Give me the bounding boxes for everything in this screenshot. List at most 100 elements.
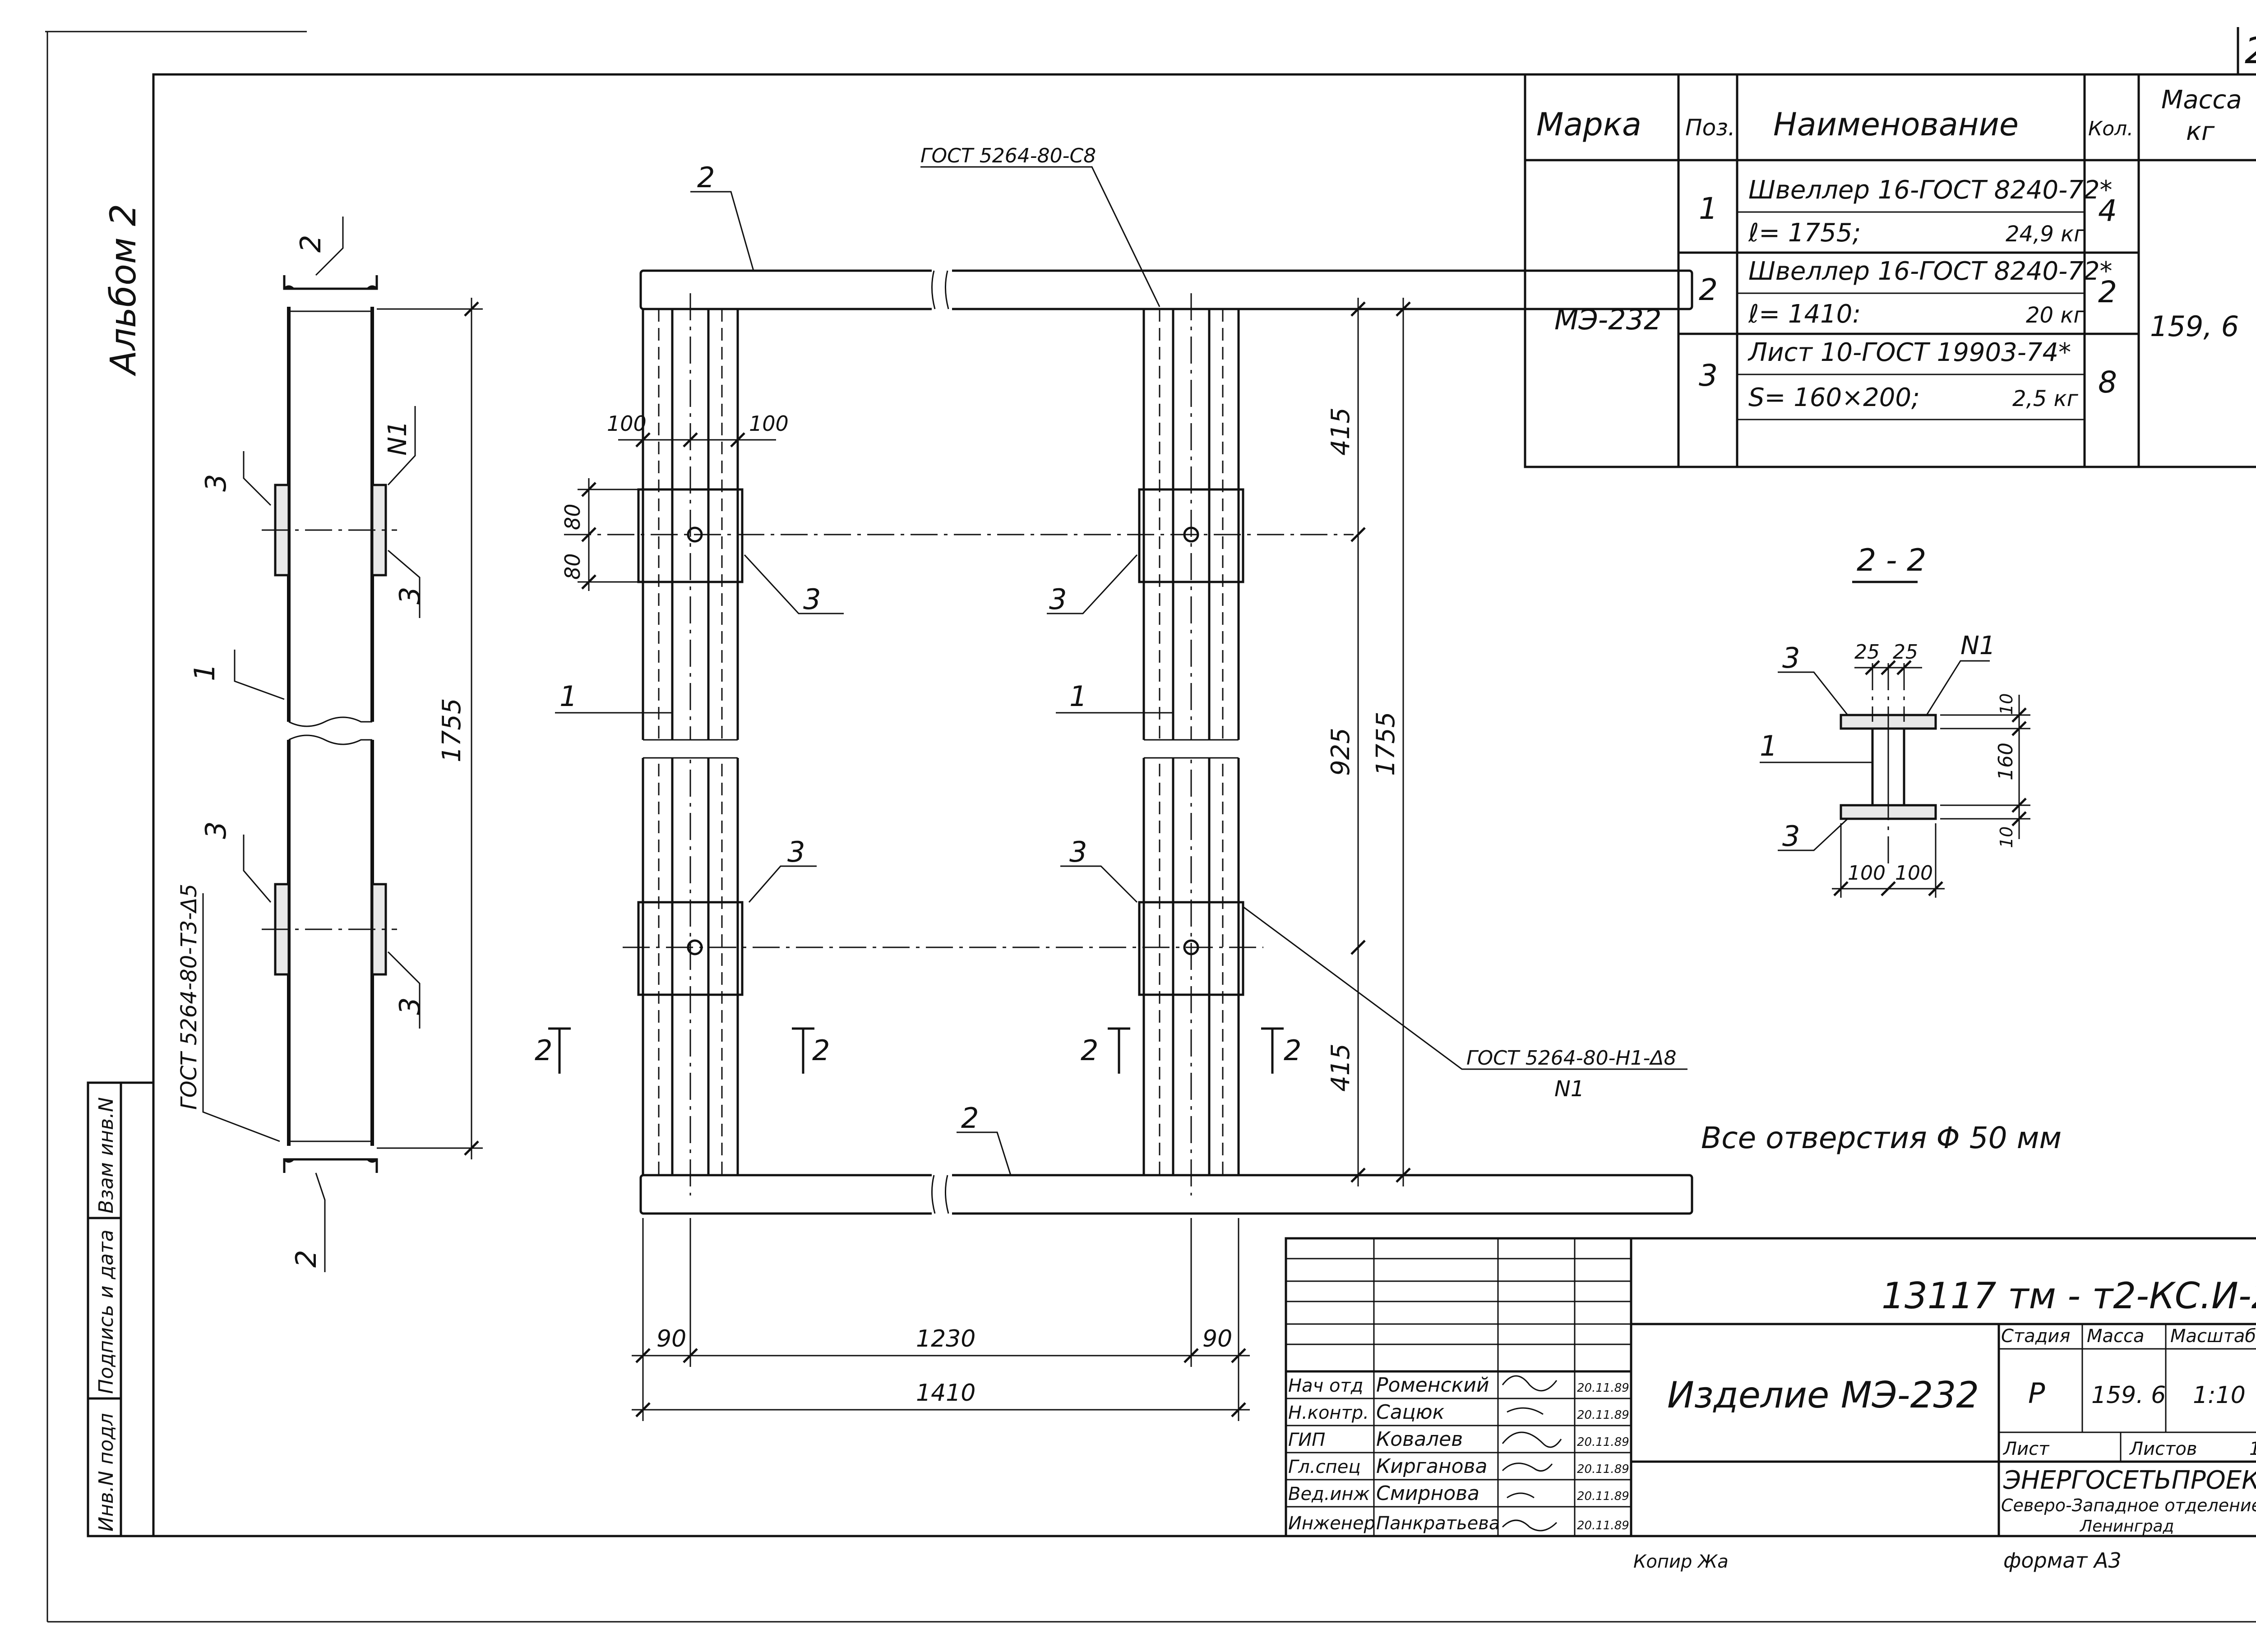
spec-table: Марка Поз. Наименование Кол. Масса кг МЭ…	[1524, 74, 2256, 468]
section-dim-25b: 25	[1893, 641, 1918, 664]
front-label-two-bottom: 2	[961, 1102, 979, 1135]
tb-date-1: 20.11.89	[1577, 1408, 1629, 1422]
tb-sheet-label: Лист	[2002, 1439, 2050, 1459]
tb-date-5: 20.11.89	[1577, 1519, 1629, 1532]
tb-scale: 1:10	[2193, 1382, 2246, 1409]
front-dim-80a: 80	[560, 503, 585, 530]
signature-5	[1502, 1519, 1558, 1532]
section-label-three-bottom: 3	[1782, 820, 1800, 853]
spec-row2-name: Швеллер 16-ГОСТ 8240-72*	[1748, 257, 2113, 286]
tb-date-2: 20.11.89	[1577, 1435, 1629, 1449]
section-label-three-top: 3	[1782, 641, 1800, 674]
spec-row1-pos: 1	[1699, 191, 1718, 226]
strip-sign-date: Подпись и дата	[95, 1230, 118, 1394]
spec-header-pos: Поз.	[1685, 115, 1735, 141]
tb-role-4: Вед.инж	[1288, 1484, 1370, 1504]
tb-format: формат А3	[2003, 1548, 2122, 1573]
left-strip: Инв.N подл Подпись и дата Взам инв.N	[87, 1081, 155, 1537]
side-label-three-a: 3	[199, 474, 232, 492]
front-label-three-ul: 3	[803, 583, 821, 616]
spec-row1-unit-mass: 24,9 кг	[2006, 221, 2085, 247]
front-dim-80b: 80	[560, 553, 585, 580]
album-label: Альбом 2	[103, 204, 144, 377]
tb-date-0: 20.11.89	[1577, 1381, 1629, 1395]
tb-sheets: 1	[2249, 1439, 2256, 1459]
tb-mass-label: Масса	[2087, 1326, 2145, 1347]
section-marks: 2 2 2 2	[535, 1027, 1301, 1074]
tb-role-1: Н.контр.	[1288, 1403, 1369, 1423]
tb-mass: 159. 6	[2091, 1382, 2166, 1409]
spec-header-name: Наименование	[1773, 106, 2019, 143]
side-label-two-bottom: 2	[290, 1250, 323, 1268]
strip-inv-dup: Взам инв.N	[95, 1097, 118, 1214]
tb-product: Изделие МЭ-232	[1667, 1374, 1979, 1416]
front-gost-side: ГОСТ 5264-80-Н1-Δ8	[1466, 1047, 1677, 1070]
front-label-one-right: 1	[1069, 680, 1087, 713]
drawing-frame	[152, 73, 2256, 1537]
tb-role-5: Инженер	[1288, 1513, 1375, 1534]
section-dim-160: 160	[1994, 743, 2017, 780]
spec-row2-pos: 2	[1699, 272, 1718, 307]
section-title: 2 - 2	[1857, 543, 1926, 578]
holes-note: Все отверстия Φ 50 мм	[1701, 1121, 2062, 1155]
front-gost-top: ГОСТ 5264-80-С8	[920, 144, 1096, 167]
front-label-three-ur: 3	[1049, 583, 1067, 616]
front-dim-415a: 415	[1326, 407, 1355, 456]
tb-doc-code: 13117 тм - т2-КС.И-2	[1882, 1275, 2256, 1317]
front-dim-90b: 90	[1202, 1325, 1232, 1352]
side-dim-1755: 1755	[437, 698, 467, 762]
section-label-n1: N1	[1960, 631, 1996, 660]
tb-org-sub1: Северо-Западное отделение	[2001, 1495, 2256, 1515]
front-dim-90a: 90	[656, 1325, 686, 1352]
section-dim-100a: 100	[1848, 862, 1886, 885]
tb-role-2: ГИП	[1288, 1430, 1325, 1450]
spec-row2-unit-mass: 20 кг	[2026, 303, 2085, 328]
front-dim-1755: 1755	[1371, 711, 1401, 776]
front-dim-100b: 100	[749, 411, 789, 436]
front-dim-415b: 415	[1326, 1043, 1355, 1092]
section-mark-3: 2	[1081, 1034, 1098, 1067]
signature-4	[1507, 1492, 1535, 1499]
tb-name-1: Сацюк	[1376, 1401, 1445, 1424]
front-label-three-ll: 3	[787, 835, 805, 868]
spec-row3-pos: 3	[1699, 358, 1718, 393]
tb-role-3: Гл.спец	[1288, 1457, 1361, 1477]
tb-role-0: Нач отд	[1288, 1375, 1363, 1396]
signature-2	[1502, 1431, 1562, 1448]
section-mark-4: 2	[1284, 1034, 1301, 1067]
tb-date-3: 20.11.89	[1577, 1463, 1629, 1476]
tb-copied: Копир Жа	[1633, 1551, 1729, 1572]
tb-date-4: 20.11.89	[1577, 1490, 1629, 1503]
section-dim-100b: 100	[1895, 862, 1933, 885]
front-gost-side-sub: N1	[1554, 1076, 1584, 1102]
tb-name-3: Кирганова	[1376, 1455, 1487, 1478]
side-label-one: 1	[188, 664, 221, 681]
section-label-one: 1	[1760, 729, 1777, 762]
tb-stage: Р	[2028, 1377, 2045, 1410]
tb-name-2: Ковалев	[1376, 1428, 1463, 1451]
spec-header-mass-unit: кг	[2186, 117, 2215, 146]
tb-org: ЭНЕРГОСЕТЬПРОЕКТ	[2003, 1466, 2256, 1495]
section-2-2: 2 - 2 25 25 10 160 10	[1760, 543, 2030, 898]
front-dim-925: 925	[1326, 728, 1355, 776]
tb-sheets-label: Листов	[2129, 1439, 2197, 1459]
spec-header-qty: Кол.	[2088, 117, 2133, 140]
spec-header-mark: Марка	[1536, 106, 1641, 143]
spec-row3-param: S= 160×200;	[1748, 383, 1920, 412]
front-label-three-lr: 3	[1069, 835, 1087, 868]
title-block: 13117 тм - т2-КС.И-2 Изделие МЭ-232 Стад…	[1285, 1237, 2256, 1573]
signature-3	[1502, 1463, 1553, 1472]
side-label-three-b: 3	[393, 587, 426, 605]
section-mark-2: 2	[812, 1034, 830, 1067]
side-label-three-c: 3	[199, 821, 232, 839]
tb-org-sub2: Ленинград	[2079, 1517, 2174, 1536]
spec-total-mass: 159, 6	[2150, 310, 2239, 343]
front-view: ГОСТ 5264-80-С8 2 2 3 3 3 3 1 1 ГОСТ 526…	[535, 144, 1693, 1421]
side-label-two-top: 2	[294, 235, 327, 253]
section-mark-1: 2	[535, 1034, 552, 1067]
strip-inv-orig: Инв.N подл	[95, 1413, 118, 1532]
spec-row3-name: Лист 10-ГОСТ 19903-74*	[1747, 338, 2071, 367]
side-gost-weld: ГОСТ 5264-80-Т3-Δ5	[176, 884, 202, 1110]
front-label-two-top: 2	[697, 161, 715, 194]
side-label-n1: N1	[383, 420, 412, 456]
